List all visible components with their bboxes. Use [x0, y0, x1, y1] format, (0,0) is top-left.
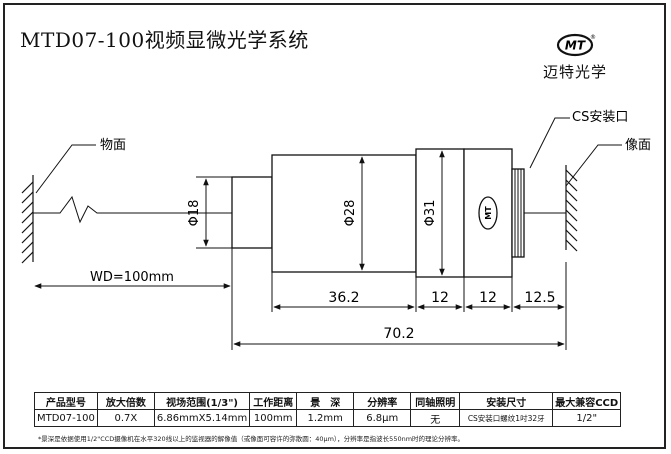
dim-total-label: 70.2: [383, 326, 414, 342]
optical-drawing: MT Φ18 Φ28 Φ31 WD=100mm 36.2 12 12 12.5: [21, 110, 651, 350]
cell-mount-size: CS安装口螺纹1吋32牙: [459, 409, 554, 427]
lens-main-barrel: [271, 154, 417, 273]
thread-lines: [514, 169, 522, 257]
object-plane: [21, 175, 34, 264]
cell-field-of-view: 6.86mmX5.14mm: [153, 409, 251, 427]
cell-coaxial-illumination: 无: [410, 409, 461, 427]
cs-mount-label: CS安装口: [572, 110, 628, 125]
optical-axis: [33, 195, 566, 224]
spec-table-row: MTD07-100 0.7X 6.86mmX5.14mm 100mm 1.2mm…: [34, 409, 622, 427]
dim-d28-label: Φ28: [343, 200, 358, 227]
cell-magnification: 0.7X: [96, 409, 155, 427]
lens-logo-text: MT: [484, 206, 493, 220]
lens-front-tube: [231, 176, 273, 249]
cell-resolution: 6.8μm: [353, 409, 412, 427]
drawing-frame: [3, 3, 666, 449]
lens-body: [231, 148, 525, 278]
header-max-ccd: 最大兼容CCD: [552, 392, 622, 410]
dim-seg3-label: 12: [479, 290, 497, 306]
cell-max-ccd: 1/2": [552, 409, 622, 427]
lens-logo: [478, 196, 498, 230]
header-model: 产品型号: [34, 392, 98, 410]
cell-model: MTD07-100: [34, 409, 98, 427]
dim-d18-label: Φ18: [187, 200, 202, 227]
header-working-distance: 工作距离: [249, 392, 298, 410]
lens-rear-body: [463, 148, 513, 278]
header-coaxial-illumination: 同轴照明: [410, 392, 461, 410]
registered-mark: ®: [590, 34, 596, 41]
dim-seg2-label: 12: [431, 290, 449, 306]
header-depth-of-field: 景 深: [296, 392, 355, 410]
header-mount-size: 安装尺寸: [459, 392, 554, 410]
brand-name: 迈特光学: [543, 63, 608, 81]
object-plane-label: 物面: [100, 138, 126, 153]
cell-depth-of-field: 1.2mm: [296, 409, 355, 427]
spec-table-header-row: 产品型号 放大倍数 视场范围(1/3") 工作距离 景 深 分辨率 同轴照明 安…: [34, 392, 622, 410]
dim-d18: [196, 176, 232, 249]
image-plane-label: 像面: [625, 138, 651, 153]
dim-seg1-label: 36.2: [328, 290, 359, 306]
page-title: MTD07-100视频显微光学系统: [20, 28, 309, 52]
brand-logo: MT ®: [556, 33, 596, 57]
dim-seg4-label: 12.5: [524, 290, 555, 306]
dim-d31-label: Φ31: [423, 200, 438, 227]
header-resolution: 分辨率: [353, 392, 412, 410]
spec-table: 产品型号 放大倍数 视场范围(1/3") 工作距离 景 深 分辨率 同轴照明 安…: [34, 392, 622, 427]
cell-working-distance: 100mm: [249, 409, 298, 427]
dim-wd-label: WD=100mm: [90, 270, 174, 285]
image-plane: [565, 165, 578, 252]
footnote: *景深是依据使用1/2"CCD摄像机在水平320线以上的监视器的解像值（或像面可…: [38, 435, 465, 443]
header-field-of-view: 视场范围(1/3"): [153, 392, 251, 410]
extension-lines: [231, 248, 567, 350]
header-magnification: 放大倍数: [96, 392, 155, 410]
brand-logo-text: MT: [565, 39, 586, 53]
callout-leaders: [35, 117, 622, 194]
